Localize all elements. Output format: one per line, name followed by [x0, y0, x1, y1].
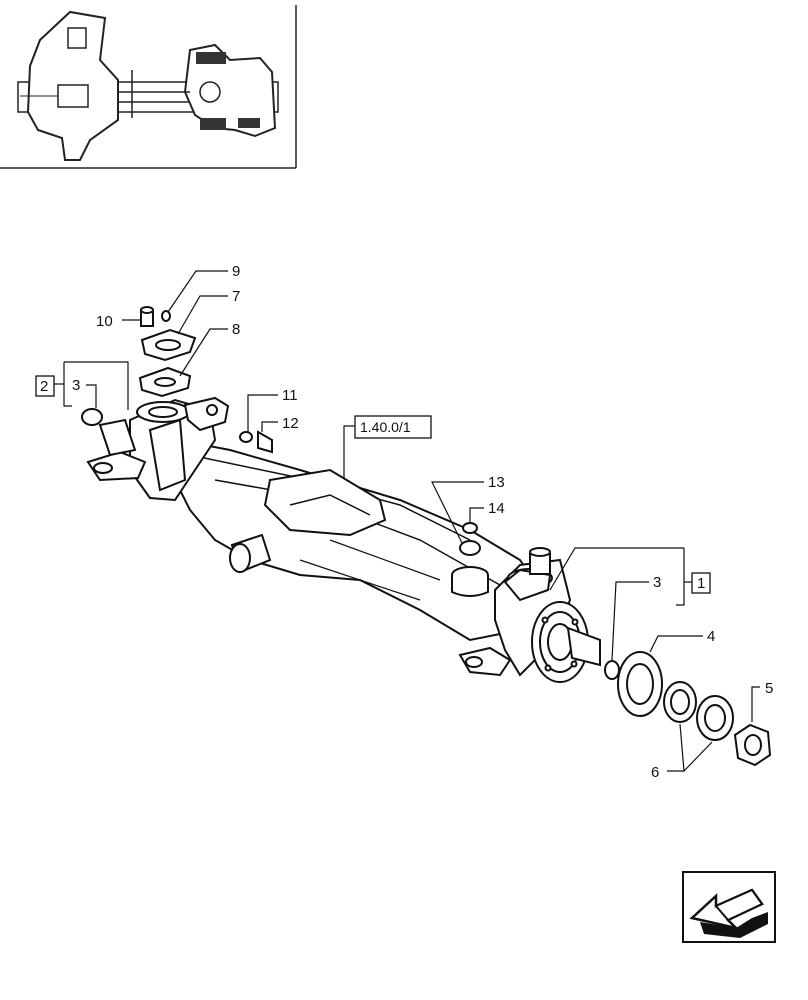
callout-4: 4 — [707, 628, 715, 645]
seal-14 — [462, 522, 478, 534]
callout-12: 12 — [282, 415, 299, 432]
parts — [81, 306, 772, 767]
reference-label: 1.40.0/1 — [360, 419, 411, 435]
seal-3-left — [81, 408, 103, 426]
axle-housing — [86, 396, 601, 683]
callouts: 9 7 8 10 3 11 12 13 14 3 4 5 6 — [72, 263, 773, 781]
callout-10: 10 — [96, 313, 113, 330]
reference-box — [354, 415, 432, 439]
callout-14: 14 — [488, 500, 505, 517]
callout-3-right: 3 — [653, 574, 661, 591]
callout-3-left: 3 — [72, 377, 80, 394]
callout-8: 8 — [232, 321, 240, 338]
callout-1: 1 — [697, 575, 705, 592]
callout-5: 5 — [765, 680, 773, 697]
callout-box-2 — [35, 375, 55, 397]
ring-13 — [459, 540, 481, 556]
callout-13: 13 — [488, 474, 505, 491]
callout-7: 7 — [232, 288, 240, 305]
callout-box-1 — [691, 572, 711, 594]
grease-nipple-9 — [161, 310, 171, 322]
axle-overview-thumbnail — [0, 5, 297, 169]
callout-9: 9 — [232, 263, 240, 280]
bolt-12 — [257, 430, 273, 454]
callout-11: 11 — [282, 387, 298, 404]
seal-3-right — [604, 660, 620, 680]
callout-6: 6 — [651, 764, 659, 781]
washer-11 — [239, 431, 253, 443]
leader-lines — [54, 270, 760, 772]
navigation-arrow-icon[interactable] — [682, 871, 776, 943]
callout-2: 2 — [40, 378, 48, 395]
boxed-callouts: 2 1 1.40.0/1 — [35, 375, 711, 594]
